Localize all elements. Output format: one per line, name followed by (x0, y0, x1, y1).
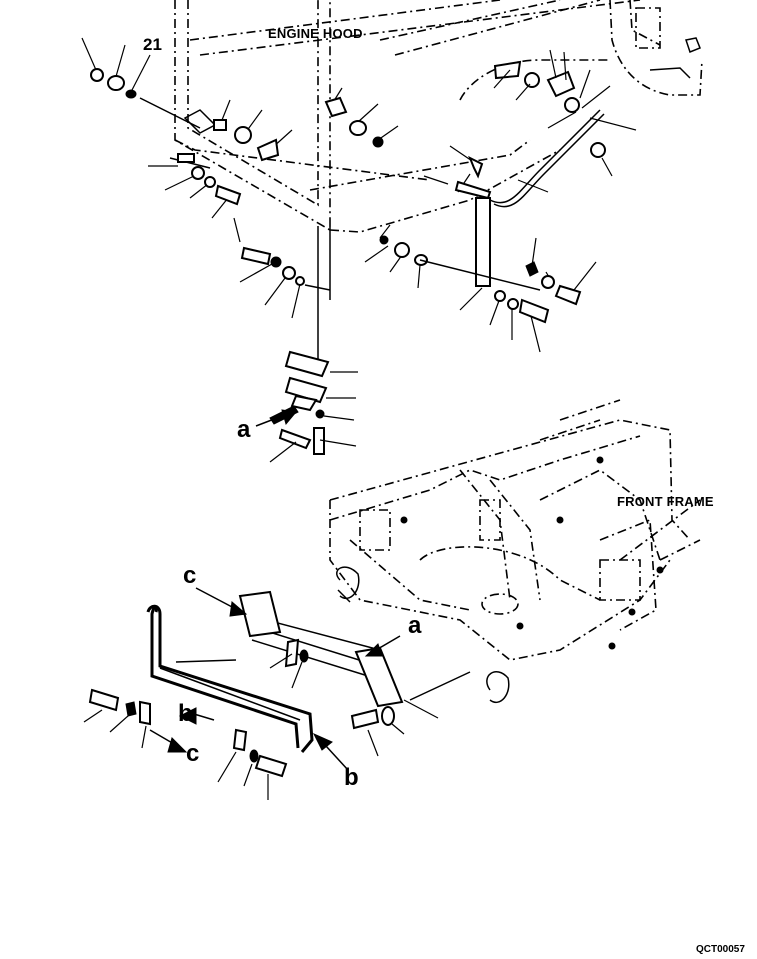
ref-a-lower-label: a (408, 612, 422, 639)
hood-stay-assembly (419, 49, 637, 353)
hood-lower-latch (269, 226, 358, 463)
ref-b-left-label: b (178, 700, 193, 727)
drawing-code-label: QCT00057 (696, 944, 745, 955)
hood-latch-fasteners (324, 87, 428, 289)
part-number-label: 21 (143, 35, 162, 54)
guard-bar-assembly (83, 590, 471, 800)
front-frame-label: FRONT FRAME (617, 494, 714, 509)
engine-hood-label: ENGINE HOOD (268, 26, 363, 41)
ref-b-right-label: b (344, 764, 359, 791)
hood-hinge-bolts (81, 37, 331, 319)
ref-c-upper-label: c (183, 562, 197, 589)
engine-hood (174, 0, 703, 233)
front-frame (329, 399, 701, 703)
ref-a-upper-label: a (237, 416, 251, 443)
ref-c-lower-label: c (186, 740, 200, 767)
reference-arrows (149, 409, 401, 771)
